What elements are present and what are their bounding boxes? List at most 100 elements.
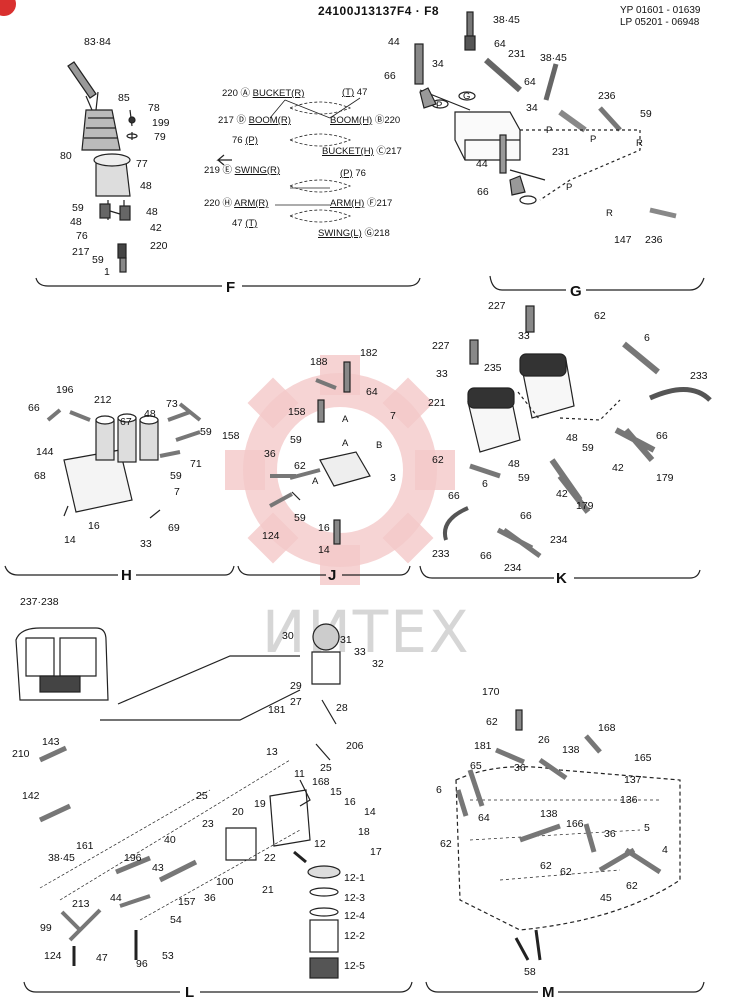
part-callout: 233 [432, 548, 450, 560]
part-callout: 48 [144, 408, 156, 420]
part-callout: 21 [262, 884, 274, 896]
part-callout: 48 [566, 432, 578, 444]
part-callout: 213 [72, 898, 90, 910]
part-callout: 62 [540, 860, 552, 872]
part-callout: 59 [92, 254, 104, 266]
part-callout: 18 [358, 826, 370, 838]
part-callout: 62 [560, 866, 572, 878]
serial-yp: YP 01601 - 01639 [620, 5, 701, 16]
part-callout: 33 [436, 368, 448, 380]
part-callout: 138 [540, 808, 558, 820]
part-callout: 17 [370, 846, 382, 858]
part-callout: 100 [216, 876, 234, 888]
part-callout: 64 [366, 386, 378, 398]
part-callout: 147 [614, 234, 632, 246]
part-callout: 11 [294, 768, 305, 780]
part-callout: 14 [364, 806, 376, 818]
part-callout: 36 [604, 828, 616, 840]
port-label: 220 Ⓗ ARM(R) [204, 198, 269, 209]
part-callout: 220 [150, 240, 168, 252]
part-callout: 29 [290, 680, 302, 692]
section-title: H [121, 567, 132, 584]
part-callout: 64 [478, 812, 490, 824]
part-callout: 158 [222, 430, 240, 442]
port-label: SWING(L) Ⓖ218 [318, 228, 390, 239]
part-callout: 14 [318, 544, 330, 556]
part-callout: 142 [22, 790, 40, 802]
part-callout: 6 [644, 332, 650, 344]
part-callout: 16 [88, 520, 100, 532]
part-callout: 233 [690, 370, 708, 382]
port-letter: P [436, 100, 443, 111]
port-letter: P [546, 125, 553, 136]
part-callout: 168 [312, 776, 330, 788]
port-label: 47 (T) [232, 218, 258, 229]
part-callout: 45 [600, 892, 612, 904]
part-callout: 12-2 [344, 930, 366, 942]
part-callout: 59 [170, 470, 182, 482]
port-label: (T) 47 [342, 87, 368, 98]
part-callout: 34 [526, 102, 538, 114]
port-label: ARM(H) Ⓕ217 [330, 198, 393, 209]
part-callout: 6 [482, 478, 488, 490]
part-callout: 23 [202, 818, 214, 830]
part-callout: 26 [538, 734, 550, 746]
part-callout: 157 [178, 896, 196, 908]
part-callout: 42 [150, 222, 162, 234]
part-callout: 67 [120, 416, 132, 428]
part-callout: 12-5 [344, 960, 366, 972]
part-callout: 44 [110, 892, 122, 904]
part-callout: 181 [268, 704, 286, 716]
part-callout: 69 [168, 522, 180, 534]
section-title: G [570, 283, 582, 300]
part-callout: 188 [310, 356, 328, 368]
part-callout: 136 [620, 794, 638, 806]
part-callout: 73 [166, 398, 178, 410]
part-callout: 76 [76, 230, 88, 242]
port-letter: P [566, 182, 573, 193]
part-callout: 206 [346, 740, 364, 752]
part-callout: 48 [146, 206, 158, 218]
part-callout: 36 [514, 762, 526, 774]
part-callout: 27 [290, 696, 302, 708]
part-callout: 221 [428, 397, 446, 409]
section-title: L [185, 984, 195, 1001]
part-callout: 143 [42, 736, 60, 748]
part-callout: 44 [388, 36, 400, 48]
part-callout: 62 [440, 838, 452, 850]
part-callout: 38·45 [540, 52, 567, 64]
part-callout: 36 [264, 448, 276, 460]
part-callout: 48 [140, 180, 152, 192]
part-callout: 66 [384, 70, 396, 82]
part-callout: 179 [576, 500, 594, 512]
port-letter: B [376, 440, 383, 451]
part-callout: 36 [204, 892, 216, 904]
part-callout: 85 [118, 92, 130, 104]
part-callout: 7 [390, 410, 396, 422]
part-callout: 33 [140, 538, 152, 550]
port-letter: R [636, 138, 643, 149]
part-callout: 124 [44, 950, 62, 962]
part-callout: 79 [154, 131, 166, 143]
part-callout: 66 [480, 550, 492, 562]
part-callout: 30 [282, 630, 294, 642]
part-callout: 1 [104, 266, 110, 278]
part-callout: 144 [36, 446, 54, 458]
part-callout: 77 [136, 158, 148, 170]
part-callout: 235 [484, 362, 502, 374]
part-callout: 4 [662, 844, 668, 856]
section-title: F [226, 279, 236, 296]
serial-lp: LP 05201 - 06948 [620, 17, 700, 28]
port-letter: R [606, 208, 613, 219]
port-label: 217 Ⓓ BOOM(R) [218, 115, 291, 126]
part-callout: 227 [432, 340, 450, 352]
part-callout: 212 [94, 394, 112, 406]
port-label: BUCKET(H) Ⓒ217 [322, 146, 402, 157]
part-callout: 234 [550, 534, 568, 546]
part-callout: 5 [644, 822, 650, 834]
part-callout: 182 [360, 347, 378, 359]
part-callout: 181 [474, 740, 492, 752]
part-callout: 38·45 [493, 14, 520, 26]
part-callout: 59 [294, 512, 306, 524]
section-title: J [328, 567, 337, 584]
